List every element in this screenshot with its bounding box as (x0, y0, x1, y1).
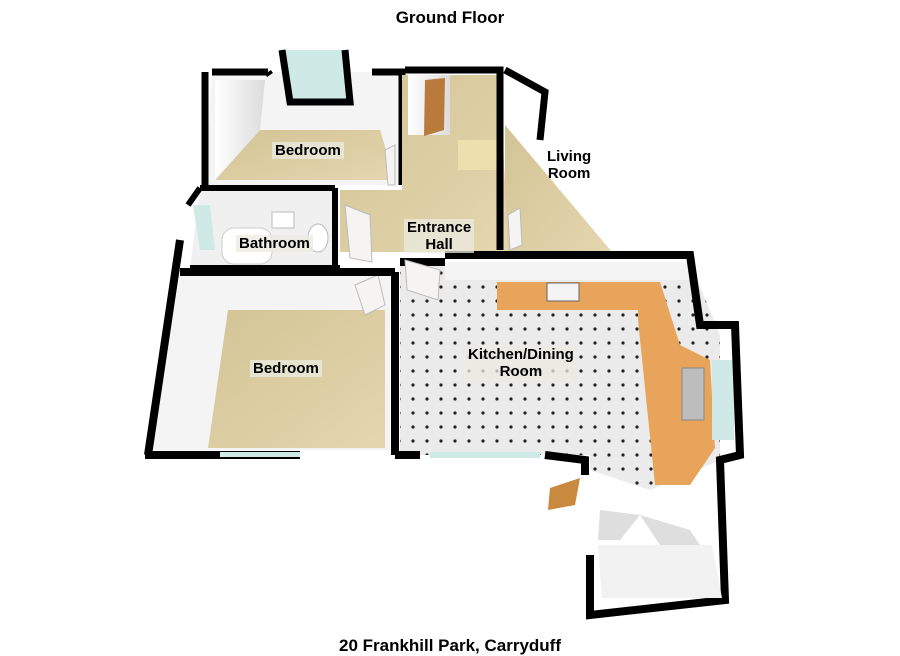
room-label-bathroom: Bathroom (236, 235, 313, 252)
bedroom-1-door (384, 144, 396, 186)
sink-icon (681, 367, 705, 421)
living-room-line2: Room (547, 165, 591, 182)
kitchen-dining-line1: Kitchen/Dining (468, 346, 574, 363)
kitchen-window (712, 360, 734, 440)
bathroom-door (344, 204, 373, 263)
bedroom-1-area (201, 49, 406, 185)
entrance-hall-line2: Hall (425, 236, 453, 253)
floor-title: Ground Floor (395, 8, 505, 27)
kitchen-dining-area (395, 251, 745, 620)
living-room-line1: Living (547, 148, 592, 165)
bay-window-glass (282, 50, 355, 105)
bedroom-2-area (144, 239, 399, 459)
utility-door (548, 478, 580, 510)
entrance-hall-area (340, 66, 549, 252)
room-label-kitchen-dining: Kitchen/Dining Room (465, 346, 577, 380)
room-label-bedroom-2: Bedroom (250, 360, 322, 377)
room-label-bedroom-1: Bedroom (272, 142, 344, 159)
living-room-floor (505, 125, 612, 252)
property-address: 20 Frankhill Park, Carryduff (338, 636, 562, 655)
entrance-hall-line1: Entrance (407, 219, 472, 236)
room-label-entrance-hall: Entrance Hall (404, 219, 475, 253)
bathroom-area (185, 185, 340, 271)
room-label-living-room: Living Room (544, 148, 594, 182)
kitchen-door (404, 259, 441, 301)
living-room-door (507, 207, 523, 251)
bedroom-2-door (354, 274, 386, 316)
bedroom-2-window (220, 452, 300, 457)
hob-icon (546, 282, 580, 302)
bathroom-window (193, 205, 215, 250)
kitchen-patio-window (430, 452, 540, 458)
kitchen-dining-line2: Room (499, 363, 543, 380)
kitchen-worktop (497, 282, 715, 485)
front-door (424, 78, 445, 136)
